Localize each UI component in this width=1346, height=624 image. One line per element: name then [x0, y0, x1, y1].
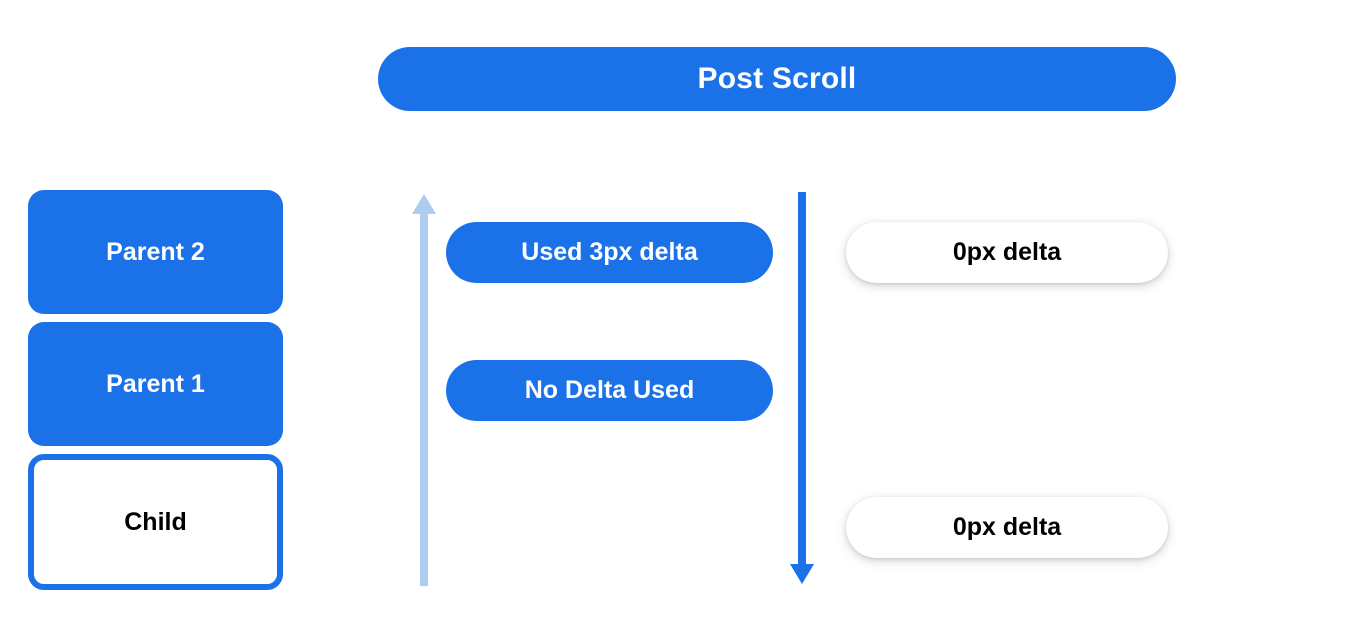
stack-box-child: Child [28, 454, 283, 590]
pill-0px-delta-bottom: 0px delta [846, 497, 1168, 558]
pill-label: 0px delta [952, 513, 1062, 541]
stack-box-label: Parent 1 [106, 369, 205, 398]
stack-box-parent-2: Parent 2 [28, 190, 283, 314]
pill-used-3px-delta: Used 3px delta [446, 222, 773, 283]
pill-label: 0px delta [952, 238, 1062, 266]
stack-box-label: Parent 2 [106, 237, 205, 266]
banner-title: Post Scroll [697, 62, 857, 95]
scroll-down-arrow-icon [790, 192, 814, 584]
element-stack: Parent 2 Parent 1 Child [28, 190, 283, 590]
pill-label: No Delta Used [524, 376, 695, 404]
pill-label: Used 3px delta [521, 238, 698, 266]
pill-no-delta-used: No Delta Used [446, 360, 773, 421]
stack-box-parent-1: Parent 1 [28, 322, 283, 446]
scroll-up-arrow-icon [412, 194, 436, 586]
post-scroll-banner: Post Scroll [378, 47, 1176, 111]
pill-0px-delta-top: 0px delta [846, 222, 1168, 283]
stack-box-label: Child [124, 507, 187, 536]
